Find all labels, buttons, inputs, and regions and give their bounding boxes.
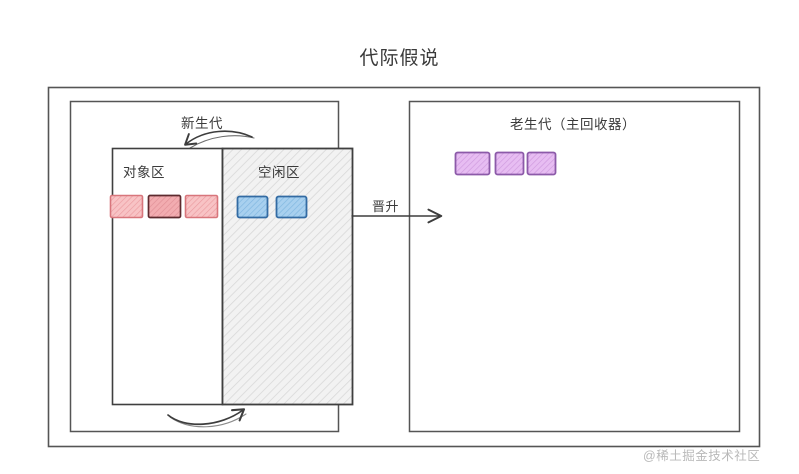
object-area-label: 对象区 bbox=[123, 165, 165, 180]
old-generation-frame bbox=[408, 100, 741, 433]
object-area-region bbox=[111, 147, 224, 406]
object-area-blocks bbox=[109, 194, 219, 219]
recycle-arrow bbox=[167, 408, 247, 428]
young-generation-label: 新生代 bbox=[181, 116, 223, 131]
outer-frame bbox=[47, 86, 761, 448]
promotion-label: 晋升 bbox=[372, 199, 400, 214]
free-area-blocks bbox=[236, 195, 308, 219]
free-area-label: 空闲区 bbox=[258, 165, 300, 180]
watermark: @稀土掘金技术社区 bbox=[643, 449, 761, 463]
young-generation-callout-arrow bbox=[184, 130, 255, 149]
old-generation-blocks bbox=[454, 151, 557, 176]
page-title: 代际假说 bbox=[359, 48, 440, 69]
free-area-region bbox=[221, 147, 354, 406]
old-generation-label: 老生代（主回收器） bbox=[510, 117, 636, 132]
